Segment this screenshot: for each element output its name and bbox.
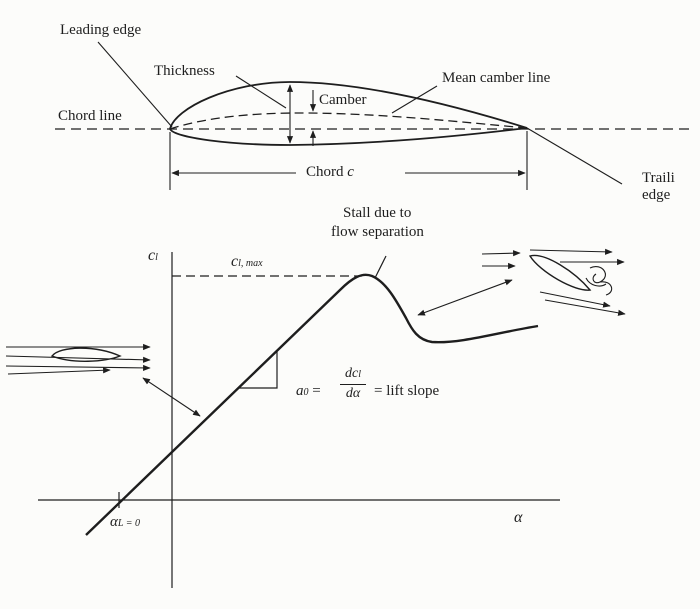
fraction-bar — [340, 384, 366, 385]
mean-camber-line — [169, 112, 528, 130]
slope-denominator: dα — [345, 386, 361, 401]
clmax-label: cl, max — [231, 254, 263, 270]
trailing-edge-leader — [526, 127, 623, 185]
lift-slope-lhs: a0 = — [296, 384, 321, 399]
chord-symbol: c — [347, 164, 354, 180]
chord-word: Chord — [306, 164, 344, 180]
stall-leader — [374, 255, 387, 279]
y-axis-label: cl — [148, 248, 158, 264]
lift-slope-text: = lift slope — [374, 383, 440, 399]
stall-label-line1: Stall due to — [343, 205, 412, 221]
leading-edge-leader — [97, 41, 173, 128]
chord-dimension-label: Chord c — [306, 165, 354, 180]
separated-flow-sketch — [481, 248, 626, 316]
slope-numerator: dcl — [345, 367, 361, 381]
slope-symbol: a — [296, 383, 304, 399]
mean-camber-line-label: Mean camber line — [442, 70, 551, 86]
stall-label-line2: flow separation — [331, 224, 424, 240]
slope-triangle — [238, 350, 278, 389]
separated-flow-pointer — [417, 279, 513, 316]
zero-lift-subscript: L = 0 — [117, 518, 141, 529]
attached-flow-sketch — [5, 343, 151, 375]
airfoil-section — [55, 41, 690, 190]
y-axis-symbol: c — [148, 247, 156, 264]
chord-line-label: Chord line — [58, 108, 122, 124]
thickness-label: Thickness — [154, 63, 215, 79]
attached-flow-pointer — [142, 377, 201, 417]
clmax-subscript: l, max — [238, 258, 263, 269]
lift-curve — [85, 273, 539, 536]
zero-lift-angle-label: αL = 0 — [110, 515, 140, 530]
trailing-edge-label-line2: edge — [642, 187, 671, 203]
camber-label: Camber — [319, 92, 367, 108]
zero-lift-symbol: α — [110, 514, 118, 530]
slope-numerator-text: dc — [345, 366, 359, 381]
lift-slope-fraction: dcl dα — [340, 367, 366, 401]
lift-curve-section — [38, 252, 560, 588]
thickness-leader — [235, 75, 287, 109]
leading-edge-label: Leading edge — [60, 22, 142, 38]
slope-numerator-sub: l — [358, 369, 361, 380]
clmax-symbol: c — [231, 253, 239, 270]
y-axis-subscript: l — [155, 252, 158, 263]
slope-equals: = — [312, 383, 321, 399]
mean-camber-leader — [391, 85, 438, 114]
x-axis-label: α — [514, 509, 523, 526]
slope-subscript: 0 — [303, 387, 309, 398]
trailing-edge-label-line1: Traili — [642, 170, 675, 186]
